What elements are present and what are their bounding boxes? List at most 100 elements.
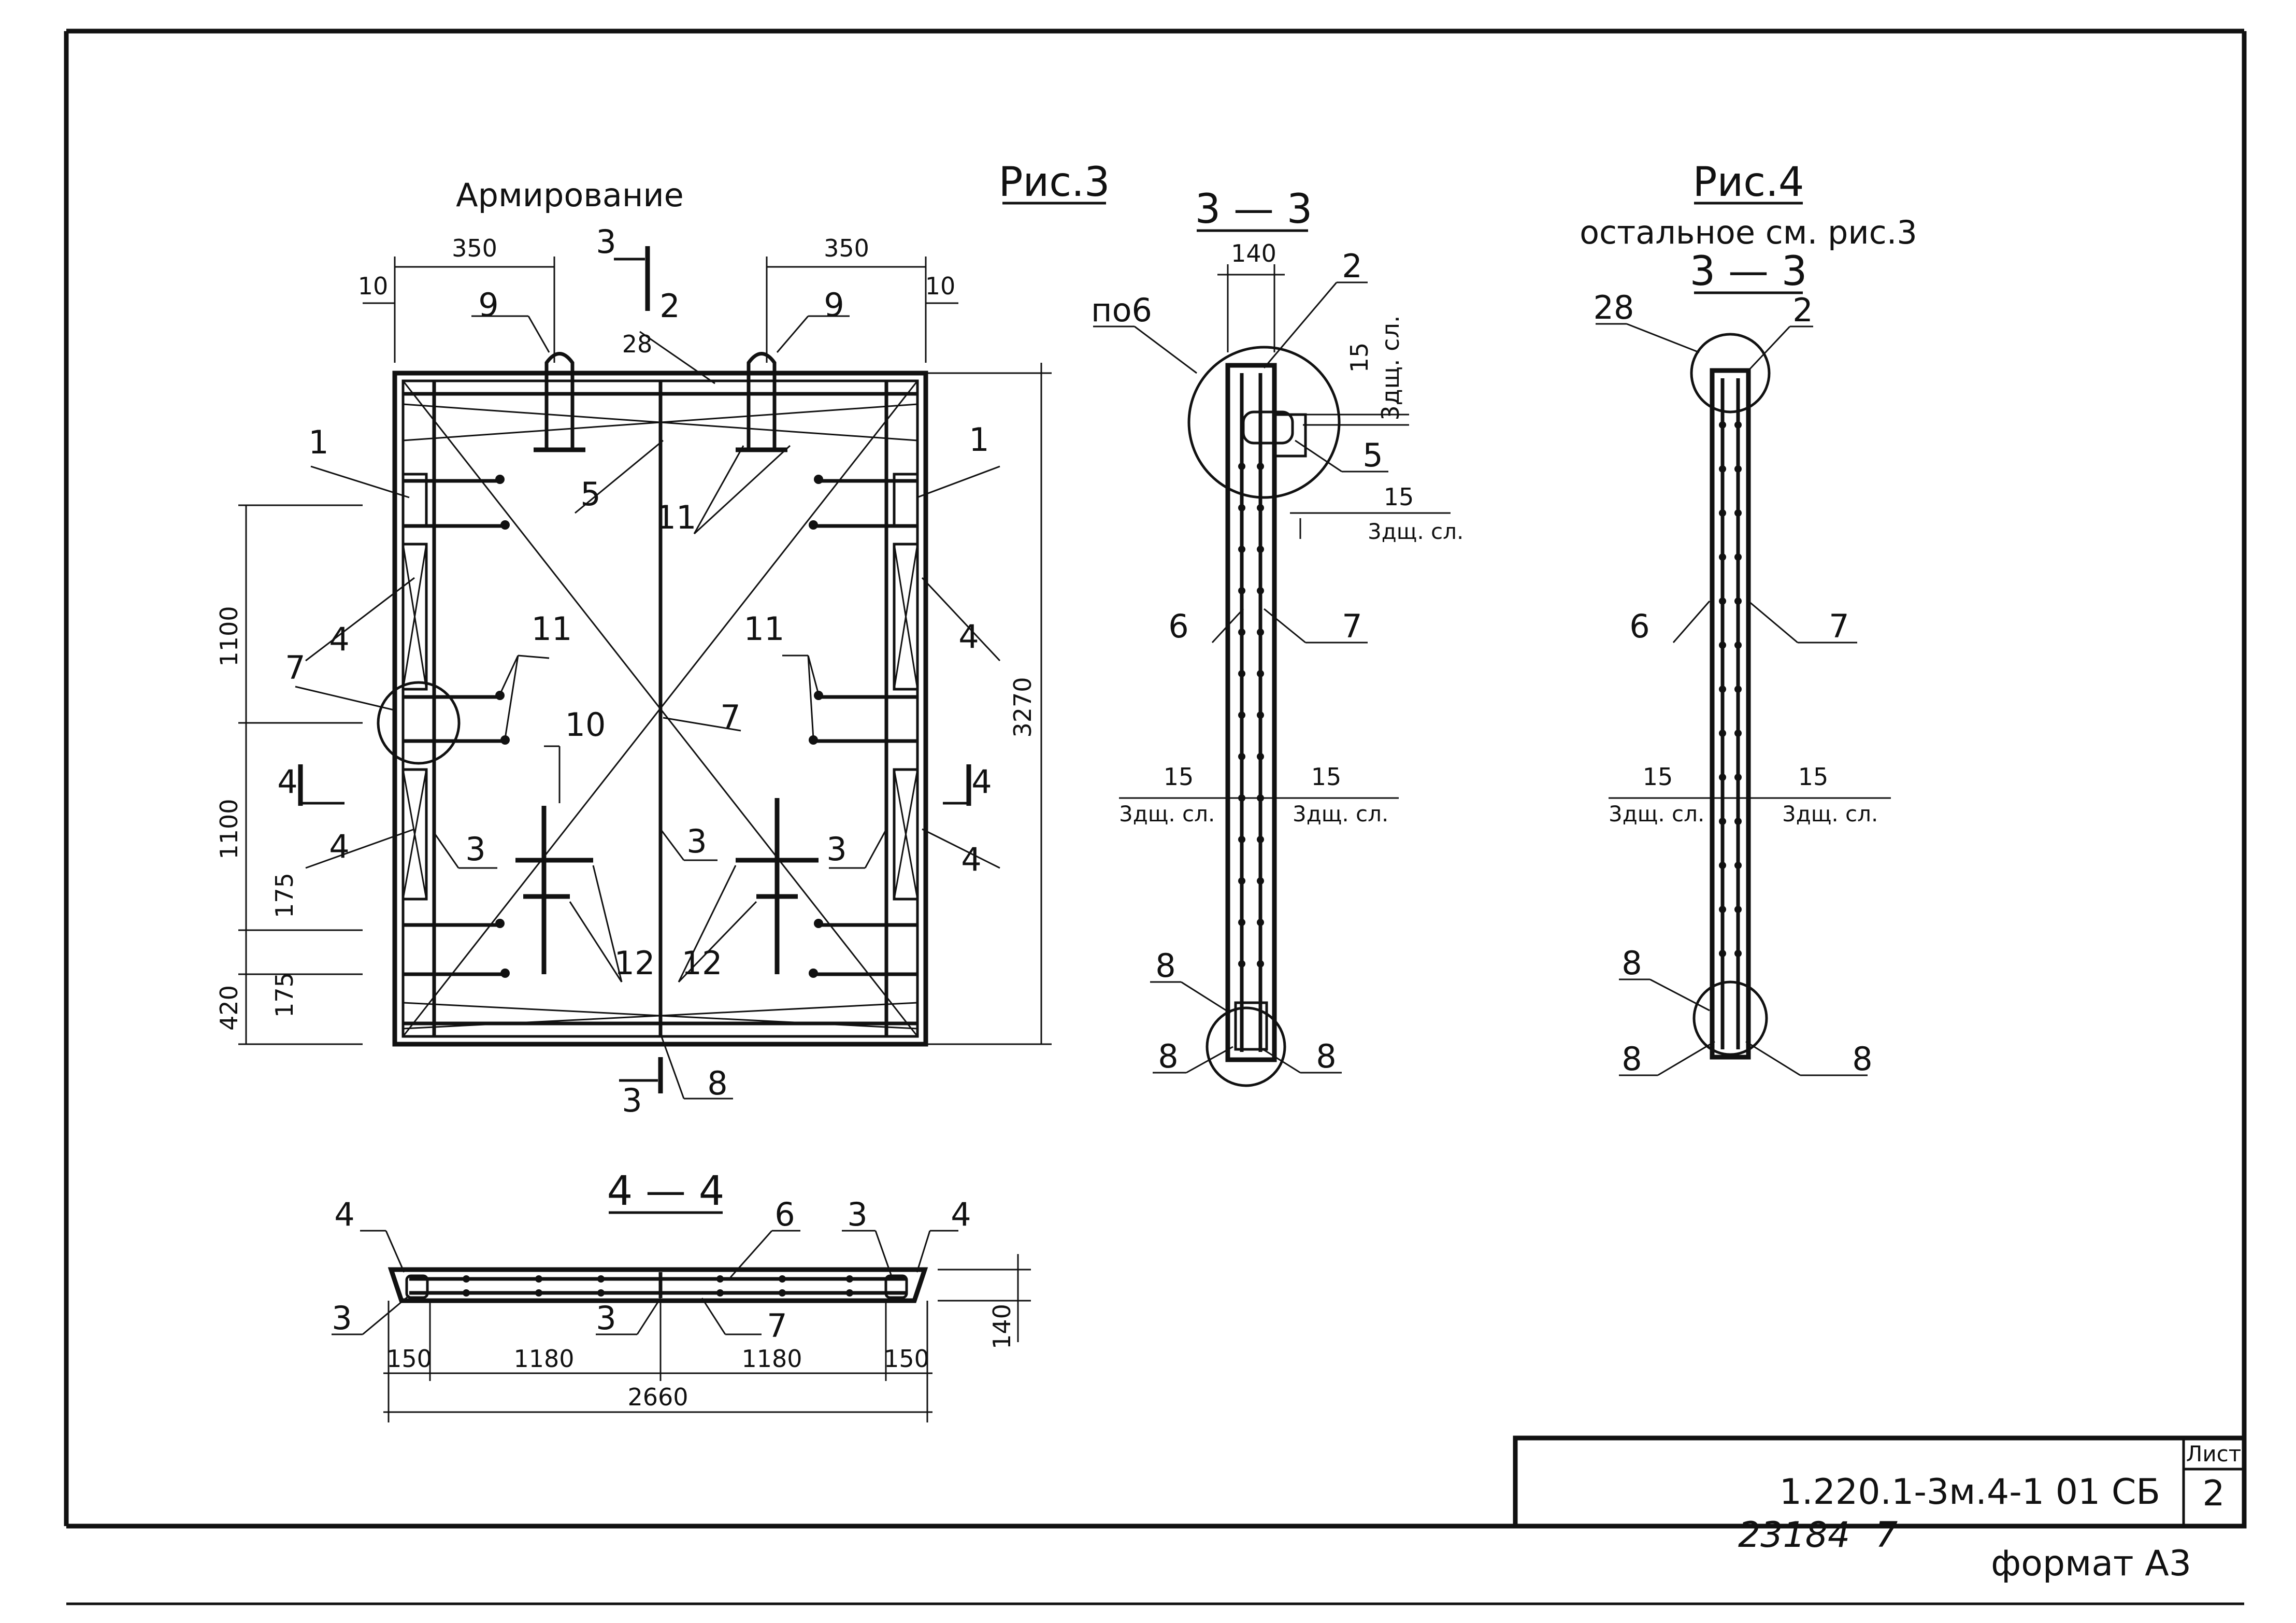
dim-10-right: 10 [925, 272, 956, 300]
rebar-dot [1719, 730, 1726, 737]
label-6-a: 6 [1168, 607, 1188, 645]
rebar-dot [1719, 950, 1726, 957]
rebar-dot [1238, 670, 1245, 677]
dim-1180-left: 1180 [513, 1345, 574, 1373]
dim-15-left-b: 15 [1643, 763, 1673, 791]
rebar-dot [1257, 877, 1264, 885]
tie-bars-right [813, 479, 917, 976]
rebar-dot [1238, 463, 1245, 470]
rebar-dot [1238, 629, 1245, 636]
detail-circle-top-a [1187, 346, 1341, 499]
item-3-left: 3 [465, 830, 485, 868]
rebar-dot [1257, 463, 1264, 470]
rebar-dot [1719, 421, 1726, 429]
label-7-b: 7 [1829, 607, 1849, 645]
rebar-dot [846, 1289, 853, 1297]
dim-15-mid: 15 [1384, 483, 1414, 511]
rebar-dot [1734, 950, 1742, 957]
plan-leaders [295, 315, 1001, 1100]
label-2-a: 2 [1342, 247, 1362, 285]
dim-175-a: 175 [270, 873, 298, 918]
item-11-right: 11 [744, 610, 785, 648]
label-6-b: 6 [1629, 607, 1649, 645]
rebar-dot [1719, 686, 1726, 693]
cut-4-left: 4 [277, 763, 297, 801]
reinforcement-plan: Армирование Рис.3 [215, 159, 1110, 1119]
rebar-dot [1734, 597, 1742, 605]
section-4-4: 4 — 4 4 4 6 3 3 3 7 150 1180 1180 150 26… [332, 1168, 1031, 1422]
rebar-dot [1257, 794, 1264, 802]
figure-4-title: Рис.4 [1692, 159, 1804, 206]
cover-right-a: 3дщ. сл. [1293, 801, 1388, 827]
rebar-dot [1238, 504, 1245, 511]
dim-3270: 3270 [1009, 677, 1037, 737]
label-8-b1: 8 [1621, 944, 1642, 982]
item-1-left: 1 [308, 423, 328, 461]
rebar-dot [1257, 711, 1264, 719]
label-3-center: 3 [596, 1299, 616, 1337]
dim-1180-right: 1180 [741, 1345, 802, 1373]
figure-3-title: Рис.3 [998, 159, 1110, 206]
label-8-a2: 8 [1158, 1037, 1178, 1075]
rebar-dot [846, 1275, 853, 1283]
dim-15-right-b: 15 [1798, 763, 1829, 791]
cut-3-bottom: 3 [622, 1081, 642, 1119]
rebar-dot [1734, 421, 1742, 429]
label-28: 28 [1594, 289, 1634, 326]
rebar-dot [1719, 774, 1726, 781]
item-4-top-left: 4 [329, 620, 349, 658]
lifting-loop-right [747, 352, 777, 451]
rebar-dot [1257, 919, 1264, 926]
section-wall-b [1710, 368, 1751, 1060]
rebar-dot [1238, 877, 1245, 885]
cover-mid: 3дщ. сл. [1368, 519, 1463, 544]
cover-top: 3дщ. сл. [1376, 316, 1404, 421]
label-7: 7 [767, 1307, 787, 1345]
dim-28: 28 [622, 330, 653, 358]
rebar-dot [1734, 818, 1742, 825]
rebar-dot [1238, 587, 1245, 594]
rebar-dot [463, 1275, 470, 1283]
cut-3-top: 3 [596, 223, 616, 261]
cut-4-right: 4 [971, 763, 992, 801]
rebar-dot [1257, 504, 1264, 511]
rebar-dot [1734, 553, 1742, 561]
item-11-top: 11 [656, 499, 697, 536]
item-9-left: 9 [478, 286, 498, 324]
item-12-right: 12 [682, 944, 723, 982]
dim-420: 420 [215, 985, 243, 1031]
rebar-dot [716, 1289, 724, 1297]
section-4-4-slab [388, 1267, 928, 1303]
rebar-dot [779, 1275, 786, 1283]
rebar-dot [1734, 686, 1742, 693]
label-2-b: 2 [1792, 291, 1813, 329]
rebar-dot [1719, 597, 1726, 605]
rebar-dot [779, 1289, 786, 1297]
rebar-dot [1238, 919, 1245, 926]
rebar-dot [1257, 960, 1264, 967]
item-4-bottom-right: 4 [961, 841, 981, 878]
rebar-dot [463, 1289, 470, 1297]
rebar-dot [1734, 774, 1742, 781]
dim-10-left: 10 [358, 272, 389, 300]
cover-right-b: 3дщ. сл. [1782, 801, 1878, 827]
rebar-dot [1719, 509, 1726, 517]
rebar-dots-section-4-4 [463, 1275, 853, 1297]
rebar-dot [1719, 906, 1726, 913]
label-8-b2: 8 [1621, 1040, 1642, 1078]
rebar-dot [1719, 465, 1726, 473]
section-3-3-title-b: 3 — 3 [1690, 248, 1807, 295]
item-11-left: 11 [532, 610, 572, 648]
item-2: 2 [659, 287, 680, 325]
rebar-dot [597, 1289, 605, 1297]
rebar-dot [1238, 836, 1245, 843]
item-12-left: 12 [614, 944, 655, 982]
section-wall-a [1225, 363, 1277, 1062]
label-8-b3: 8 [1852, 1040, 1872, 1078]
lifting-loop-left [544, 352, 575, 451]
rebar-dot [1238, 711, 1245, 719]
detail-circle-bottom-b [1692, 980, 1768, 1056]
rebar-dot [1734, 465, 1742, 473]
dim-15-right-a: 15 [1311, 763, 1342, 791]
rebar-dot [1257, 587, 1264, 594]
